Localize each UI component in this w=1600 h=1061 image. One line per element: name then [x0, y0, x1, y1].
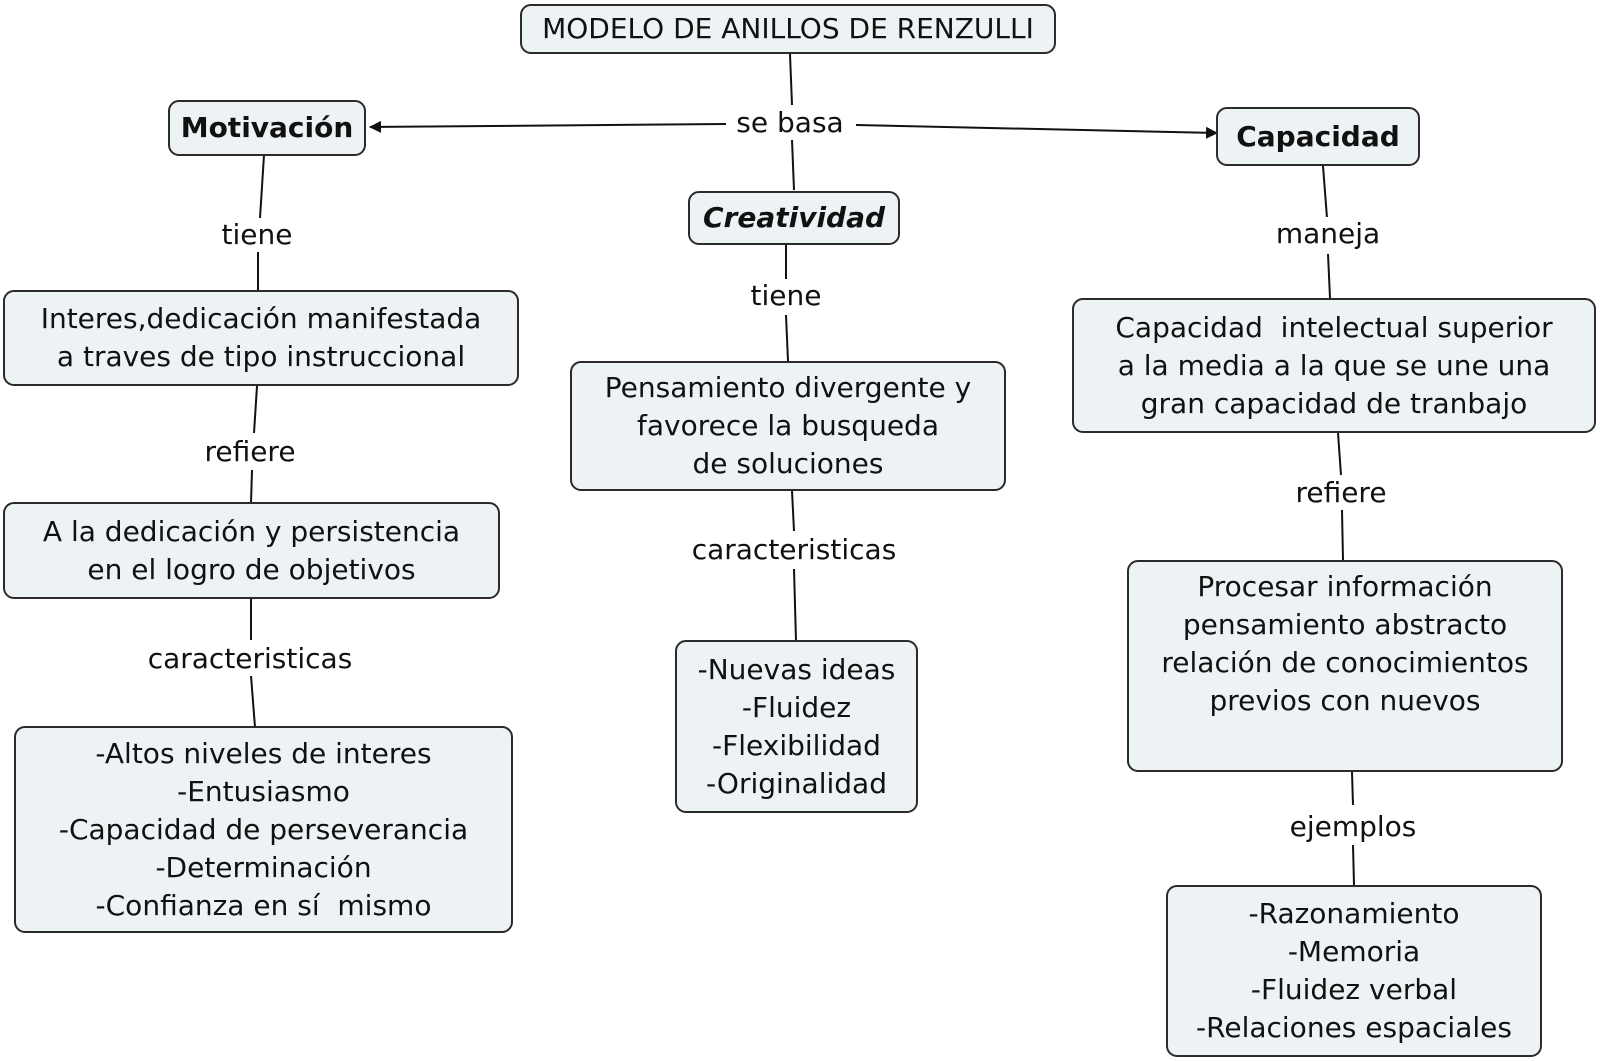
- edge-mot-car-b: [250, 675, 256, 728]
- edge-cre-car-a: [791, 490, 795, 532]
- arrow-to-capacidad: [855, 124, 1218, 139]
- edge-cap-ej-a: [1351, 771, 1354, 806]
- edge-sebasa-creatividad: [791, 139, 795, 191]
- creatividad-node: Creatividad: [688, 191, 900, 245]
- creatividad-caracteristicas-node: -Nuevas ideas -Fluidez -Flexibilidad -Origi…: [675, 640, 918, 813]
- link-label-motivacion-tiene: tiene: [217, 218, 297, 252]
- capacidad-procesar-node: Procesar información pensamiento abstract…: [1127, 560, 1563, 772]
- node-text-line: -Nuevas ideas: [697, 652, 896, 686]
- node-text-line: a traves de tipo instruccional: [56, 340, 466, 373]
- node-text-line: relación de conocimientos: [1161, 646, 1529, 679]
- node-text-line: -Entusiasmo: [177, 774, 350, 808]
- node-text-line: -Confianza en sí mismo: [95, 888, 432, 922]
- node-text-line: gran capacidad de tranbajo: [1140, 386, 1528, 420]
- motivacion-node: Motivación: [168, 100, 366, 156]
- node-text-line: A la dedicación y persistencia: [42, 514, 461, 548]
- capacidad-intelectual-node: Capacidad intelectual superior a la media…: [1072, 298, 1596, 433]
- link-label-capacidad-refiere: refiere: [1291, 476, 1391, 510]
- edge-root-sebasa: [789, 53, 793, 106]
- edge-cap-ej-b: [1352, 844, 1355, 886]
- node-text-line: -Originalidad: [706, 766, 887, 800]
- link-label-creatividad-tiene: tiene: [746, 279, 826, 313]
- node-text-line: -Altos niveles de interes: [95, 736, 432, 770]
- edge-mot-tiene-a: [259, 154, 265, 219]
- node-text-line: -Fluidez verbal: [1250, 973, 1458, 1006]
- edge-cre-tiene-b: [785, 314, 789, 362]
- node-text-line: Capacidad intelectual superior: [1115, 310, 1553, 344]
- node-text-line: en el logro de objetivos: [87, 552, 416, 586]
- capacidad-ejemplos-node: -Razonamiento -Memoria -Fluidez verbal -Rel…: [1166, 885, 1542, 1057]
- node-text-line: -Capacidad de perseverancia: [58, 812, 469, 846]
- node-text-line: favorece la busqueda: [637, 409, 939, 442]
- node-text-line: -Memoria: [1287, 935, 1421, 968]
- motivacion-caracteristicas-node: -Altos niveles de interes -Entusiasmo -Cap…: [14, 726, 513, 933]
- edge-mot-refiere-a: [253, 385, 258, 434]
- node-text-line: Motivación: [180, 111, 354, 144]
- node-text-line: previos con nuevos: [1209, 684, 1481, 717]
- arrow-to-motivacion: [369, 120, 727, 133]
- link-label-capacidad-ejemplos: ejemplos: [1285, 810, 1421, 844]
- node-text-line: de soluciones: [692, 447, 884, 480]
- edge-cap-maneja-a: [1322, 165, 1328, 219]
- motivacion-interes-node: Interes,dedicación manifestada a traves d…: [3, 290, 519, 386]
- node-text-line: -Relaciones espaciales: [1196, 1011, 1512, 1044]
- root-node: MODELO DE ANILLOS DE RENZULLI: [520, 4, 1056, 54]
- link-label-capacidad-maneja: maneja: [1271, 217, 1385, 251]
- link-label-creatividad-caracteristicas: caracteristicas: [687, 533, 901, 567]
- link-label-motivacion-caracteristicas: caracteristicas: [143, 642, 357, 676]
- node-text-line: Procesar información: [1197, 570, 1493, 603]
- link-label-se-basa: se basa: [732, 106, 848, 140]
- edge-cap-maneja-b: [1327, 253, 1331, 299]
- node-text-line: -Determinación: [155, 850, 372, 884]
- edge-cap-refiere-a: [1337, 432, 1342, 476]
- node-text-line: MODELO DE ANILLOS DE RENZULLI: [542, 12, 1034, 45]
- capacidad-node: Capacidad: [1216, 107, 1420, 166]
- edge-mot-refiere-b: [250, 469, 253, 504]
- node-text-line: Interes,dedicación manifestada: [40, 302, 482, 335]
- motivacion-dedicacion-node: A la dedicación y persistencia en el logr…: [3, 502, 500, 599]
- node-text-line: Pensamiento divergente y: [604, 371, 972, 404]
- edge-cre-car-b: [793, 568, 797, 642]
- edge-cap-refiere-b: [1341, 509, 1344, 561]
- creatividad-pensamiento-node: Pensamiento divergente y favorece la busq…: [570, 361, 1006, 491]
- node-text-line: -Flexibilidad: [712, 728, 881, 762]
- node-text-line: Creatividad: [702, 201, 886, 234]
- node-text-line: Capacidad: [1236, 119, 1400, 153]
- node-text-line: -Fluidez: [741, 690, 852, 724]
- node-text-line: pensamiento abstracto: [1182, 608, 1508, 641]
- link-label-motivacion-refiere: refiere: [200, 435, 300, 469]
- node-text-line: -Razonamiento: [1248, 897, 1460, 930]
- node-text-line: a la media a la que se une una: [1117, 348, 1551, 382]
